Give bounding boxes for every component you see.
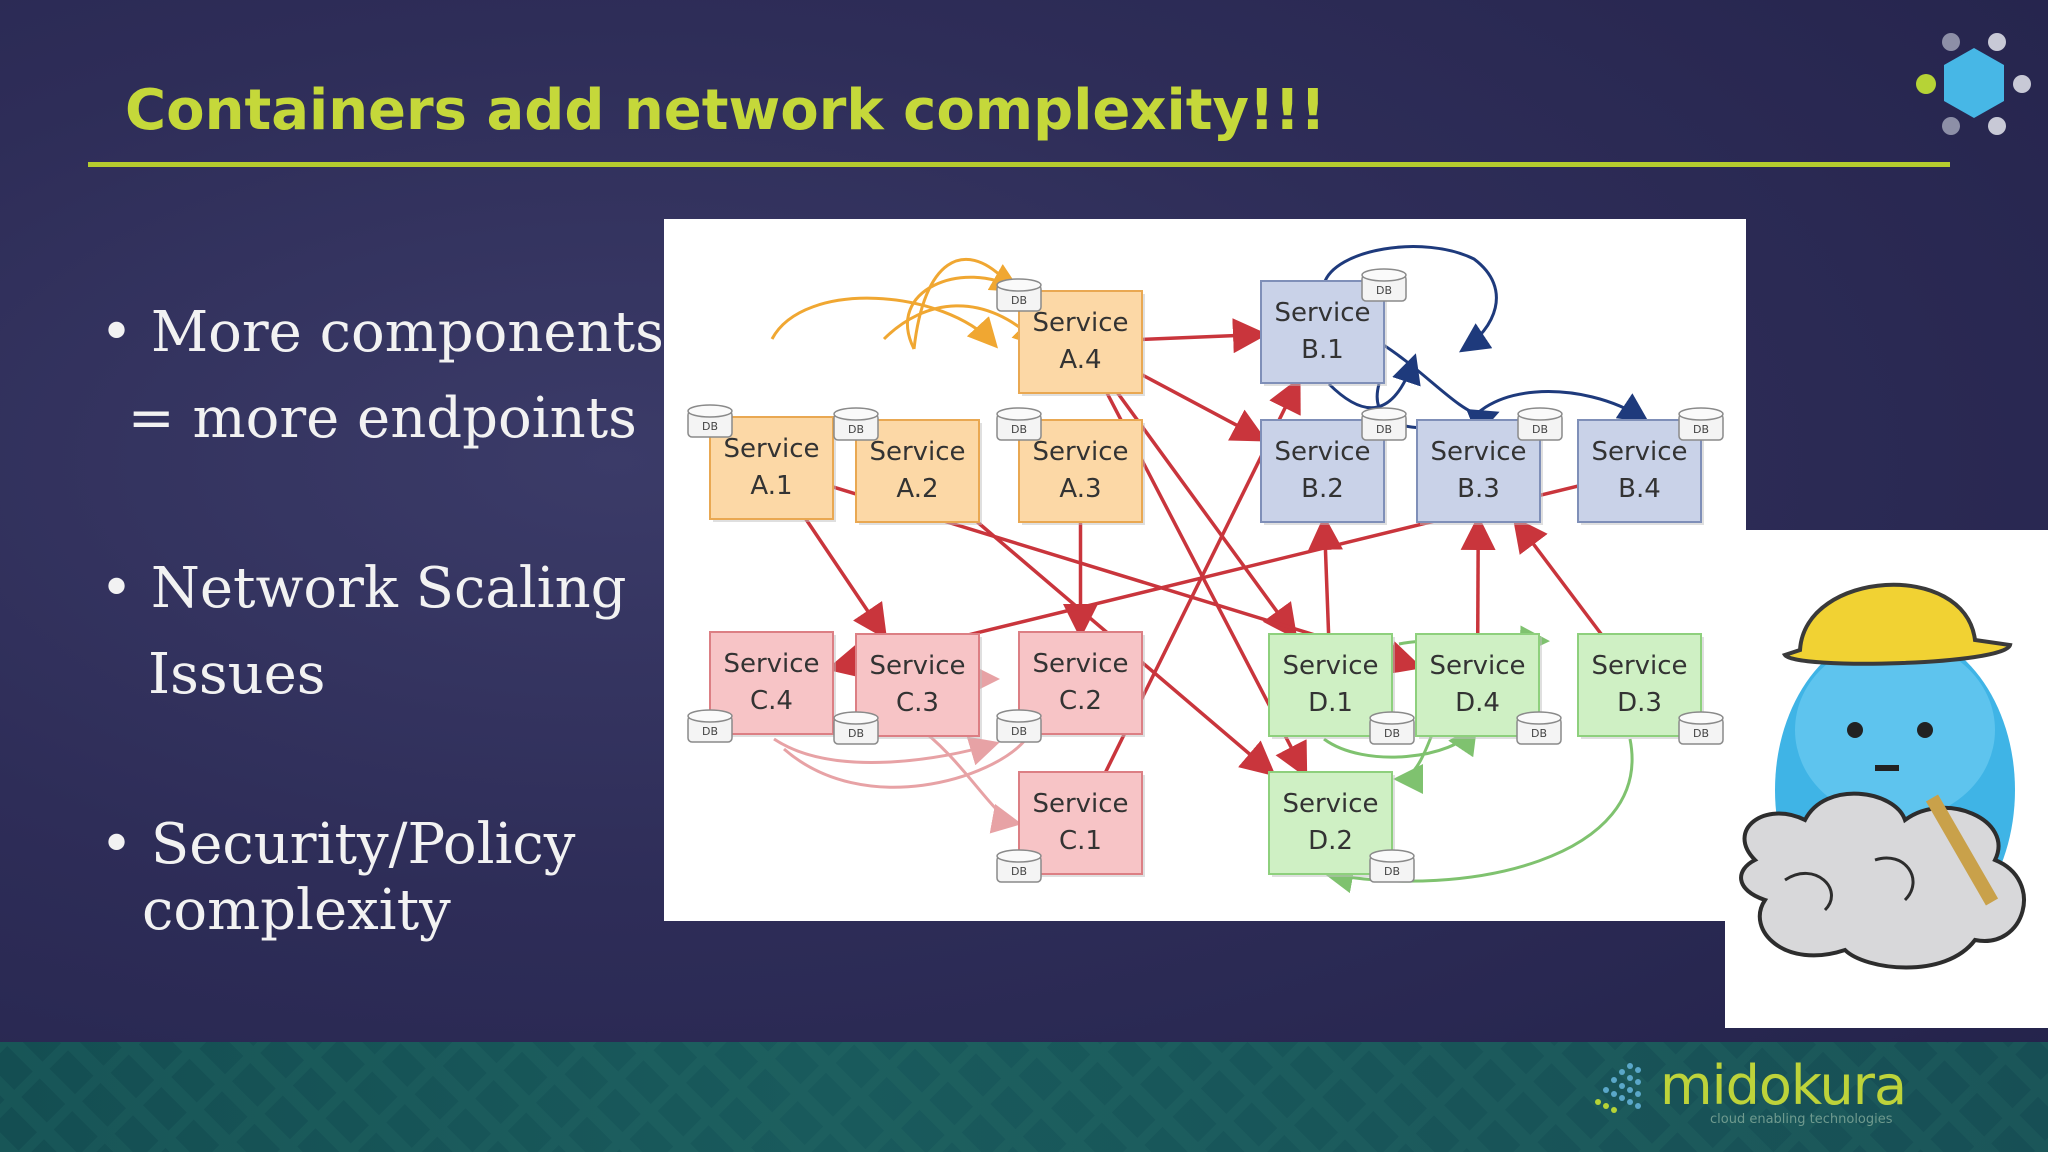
service-label: Service <box>723 649 819 679</box>
service-label: Service <box>1429 651 1525 681</box>
db-icon-d-2: DB <box>1369 849 1415 883</box>
svg-text:DB: DB <box>1384 865 1400 878</box>
db-icon-c-3: DB <box>833 711 879 745</box>
bullet-1-line-2: = more endpoints <box>110 386 637 451</box>
service-label: Service <box>869 437 965 467</box>
service-id: B.4 <box>1618 474 1661 504</box>
db-icon-c-2: DB <box>996 709 1042 743</box>
midokura-logo-icon <box>1595 1063 1641 1113</box>
svg-text:DB: DB <box>1376 423 1392 436</box>
service-id: D.4 <box>1455 688 1500 718</box>
service-id: C.4 <box>750 686 793 716</box>
service-label: Service <box>1591 651 1687 681</box>
db-icon-b-4: DB <box>1678 407 1724 441</box>
mascot-illustration <box>1725 530 2048 1028</box>
arrow-a-4-to-d-1 <box>1116 391 1298 640</box>
brand-name: midokura <box>1660 1054 1907 1117</box>
db-icon-d-4: DB <box>1516 711 1562 745</box>
svg-text:DB: DB <box>1693 423 1709 436</box>
arrow-d-1-to-b-2 <box>1307 515 1343 635</box>
service-id: C.1 <box>1059 826 1102 856</box>
svg-text:DB: DB <box>702 725 718 738</box>
svg-text:DB: DB <box>1531 727 1547 740</box>
service-label: Service <box>723 434 819 464</box>
service-id: A.4 <box>1059 345 1101 375</box>
brand-tagline: cloud enabling technologies <box>1710 1112 1893 1127</box>
arrow-a-1-to-c-3 <box>804 518 888 640</box>
service-id: D.3 <box>1617 688 1662 718</box>
svg-text:DB: DB <box>702 420 718 433</box>
svg-text:DB: DB <box>1011 865 1027 878</box>
service-id: B.3 <box>1457 474 1500 504</box>
title-underline <box>88 162 1950 167</box>
svg-text:DB: DB <box>1011 423 1027 436</box>
bullet-3-line-2: complexity <box>142 878 451 943</box>
db-icon-a-1: DB <box>687 404 733 438</box>
db-icon-c-4: DB <box>687 709 733 743</box>
service-id: B.1 <box>1301 335 1344 365</box>
service-label: Service <box>1032 789 1128 819</box>
db-icon-a-4: DB <box>996 278 1042 312</box>
service-label: Service <box>1274 298 1370 328</box>
hexagon-logo-icon <box>1905 26 2035 150</box>
service-label: Service <box>1591 437 1687 467</box>
service-label: Service <box>1430 437 1526 467</box>
service-id: A.3 <box>1059 474 1101 504</box>
service-label: Service <box>1282 651 1378 681</box>
arrow-d-3-to-b-3 <box>1512 516 1603 636</box>
svg-text:DB: DB <box>1693 727 1709 740</box>
service-id: A.2 <box>896 474 938 504</box>
service-label: Service <box>1032 649 1128 679</box>
service-label: Service <box>1032 437 1128 467</box>
service-id: C.2 <box>1059 686 1102 716</box>
service-id: A.1 <box>750 471 792 501</box>
svg-text:DB: DB <box>1376 284 1392 297</box>
db-icon-c-1: DB <box>996 849 1042 883</box>
service-label: Service <box>869 651 965 681</box>
svg-text:DB: DB <box>1384 727 1400 740</box>
service-id: D.1 <box>1308 688 1353 718</box>
bullet-3-line-1: • Security/Policy <box>100 812 576 877</box>
svg-text:DB: DB <box>1011 725 1027 738</box>
svg-text:DB: DB <box>1532 423 1548 436</box>
arrow-a-4-to-b-1 <box>1141 318 1268 354</box>
svg-text:DB: DB <box>848 423 864 436</box>
bullet-1-line-1: • More components <box>100 300 664 365</box>
bullet-2-line-2: Issues <box>148 642 326 707</box>
db-icon-b-3: DB <box>1517 407 1563 441</box>
arrow-d-4-to-b-3 <box>1460 515 1496 635</box>
service-id: D.2 <box>1308 826 1353 856</box>
db-icon-d-1: DB <box>1369 711 1415 745</box>
slide-title: Containers add network complexity!!! <box>125 78 1326 143</box>
svg-text:DB: DB <box>1011 294 1027 307</box>
service-label: Service <box>1274 437 1370 467</box>
bullet-2-line-1: • Network Scaling <box>100 556 627 621</box>
db-icon-b-1: DB <box>1361 268 1407 302</box>
db-icon-a-2: DB <box>833 407 879 441</box>
arrow-a-4-to-b-2 <box>1141 373 1268 442</box>
service-label: Service <box>1032 308 1128 338</box>
service-id: C.3 <box>896 688 939 718</box>
svg-text:DB: DB <box>848 727 864 740</box>
service-label: Service <box>1282 789 1378 819</box>
db-icon-a-3: DB <box>996 407 1042 441</box>
db-icon-b-2: DB <box>1361 407 1407 441</box>
footer-bar <box>0 1042 2048 1152</box>
service-id: B.2 <box>1301 474 1344 504</box>
db-icon-d-3: DB <box>1678 711 1724 745</box>
